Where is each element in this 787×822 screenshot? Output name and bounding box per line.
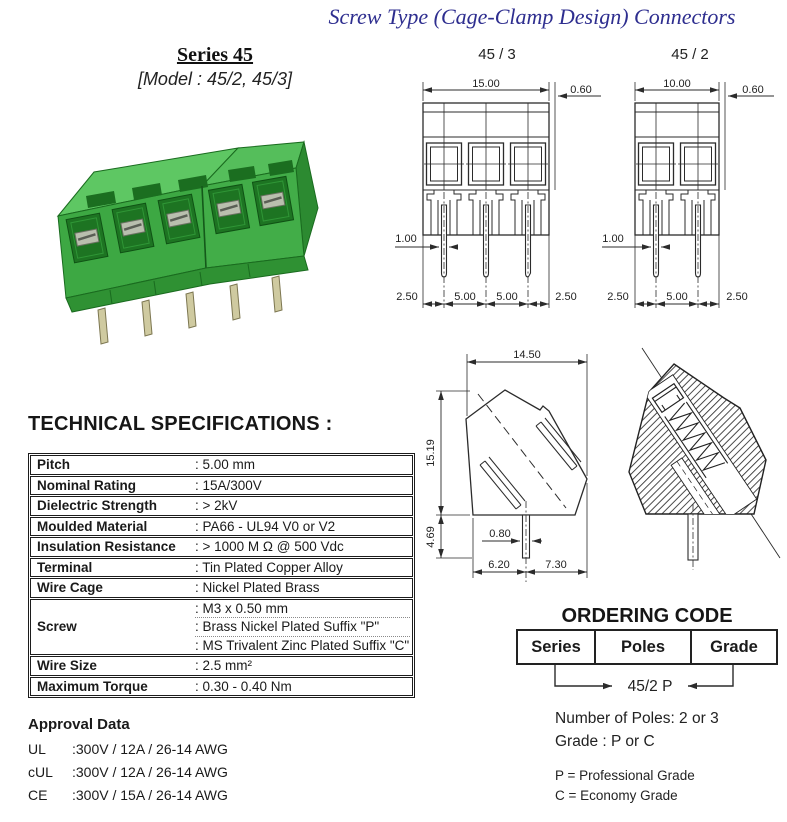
dim-45-3-pitch-b: 5.00 [496,291,517,303]
approval-data: Approval Data UL :300V / 12A / 26-14 AWG… [28,716,388,807]
photo-wire-entries [86,160,294,208]
spec-label: Dielectric Strength [37,498,158,513]
photo-skirt [65,255,309,313]
approval-agency: cUL [28,764,53,780]
spec-value: : Tin Plated Copper Alloy [195,559,343,575]
ordering-cell-grade: Grade [710,637,758,656]
spec-value: : PA66 - UL94 V0 or V2 [195,518,336,534]
approval-row-ce: CE :300V / 15A / 26-14 AWG [28,784,388,807]
dim-45-3-pin: 1.00 [395,233,416,245]
dim-45-2-offset: 0.60 [742,84,763,96]
dim-45-2-pin: 1.00 [602,233,623,245]
drawing-side-view: 14.50 15.19 4.69 0.80 6.20 7.30 [425,349,588,582]
spec-label: Nominal Rating [37,477,137,493]
spec-label: Maximum Torque [37,678,148,694]
spec-value: : 2.5 mm² [195,658,253,673]
spec-row-terminal: Terminal : Tin Plated Copper Alloy [30,557,413,577]
dim-45-3-offset: 0.60 [570,84,591,96]
dim-45-3-width: 15.00 [472,78,500,90]
page-title: Screw Type (Cage-Clamp Design) Connector… [328,4,736,29]
spec-screw-line-1: : M3 x 0.50 mm [195,600,289,616]
approval-value: :300V / 15A / 26-14 AWG [72,787,228,803]
approval-heading: Approval Data [28,716,130,733]
drawing-45-2-front-view: 10.00 0.60 1.00 2.50 5.00 2.50 [602,78,774,308]
dim-45-3-left: 2.50 [396,291,417,303]
dim-45-3-right: 2.50 [555,291,576,303]
dim-side-width: 14.50 [513,349,541,361]
approval-value: :300V / 12A / 26-14 AWG [72,764,228,780]
ordering-notes: Number of Poles: 2 or 3 Grade : P or C [516,707,778,753]
drawing-45-3-front-view: 15.00 0.60 1.00 2.50 5.00 5.00 [395,78,601,308]
spec-row-wire-size: Wire Size : 2.5 mm² [30,656,413,676]
ordering-cell-poles: Poles [596,631,692,663]
series-heading: Series 45 [176,44,254,66]
spec-screw-line-2: : Brass Nickel Plated Suffix "P" [195,617,410,636]
photo-pins [97,275,283,345]
approval-value: :300V / 12A / 26-14 AWG [72,741,228,757]
ordering-cell-series: Series [518,631,596,663]
spec-value: : Nickel Plated Brass [195,580,320,595]
model-line: [Model : 45/2, 45/3] [137,69,293,89]
drawing-45-2-label: 45 / 2 [671,46,709,63]
spec-screw-line-3: : MS Trivalent Zinc Plated Suffix "C" [195,635,410,653]
spec-heading: TECHNICAL SPECIFICATIONS : [28,413,333,435]
spec-value: : > 1000 M Ω @ 500 Vdc [195,539,344,554]
dim-45-2-left: 2.50 [607,291,628,303]
ordering-heading: ORDERING CODE [561,605,733,627]
dim-45-2-width: 10.00 [663,78,691,90]
dim-side-pin-len: 4.69 [425,526,437,547]
spec-row-maximum-torque: Maximum Torque : 0.30 - 0.40 Nm [30,676,413,696]
spec-row-insulation-resistance: Insulation Resistance : > 1000 M Ω @ 500… [30,537,413,557]
spec-row-nominal-rating: Nominal Rating : 15A/300V [30,475,413,495]
dim-side-front: 6.20 [488,559,509,571]
ordering-example-code: 45/2 P [628,678,673,695]
legend-economy: C = Economy Grade [555,788,678,803]
dim-side-height: 15.19 [425,439,437,467]
spec-value: : > 2kV [195,498,238,513]
spec-label: Moulded Material [37,518,148,534]
photo-screw-windows [65,175,295,264]
spec-value-multiline: : M3 x 0.50 mm : Brass Nickel Plated Suf… [193,600,412,655]
spec-row-screw: Screw : M3 x 0.50 mm : Brass Nickel Plat… [30,598,413,655]
dim-45-2-right: 2.50 [726,291,747,303]
approval-row-ul: UL :300V / 12A / 26-14 AWG [28,738,388,761]
ordering-table: Series Poles Grade [516,629,778,665]
spec-value: : 15A/300V [195,477,262,493]
drawing-cutaway-section [628,347,781,570]
spec-row-pitch: Pitch : 5.00 mm [30,455,413,475]
spec-label: Insulation Resistance [37,539,176,554]
spec-label: Pitch [37,457,71,472]
spec-value: : 5.00 mm [195,457,256,472]
spec-table: Pitch : 5.00 mm Nominal Rating : 15A/300… [28,453,415,698]
legend-professional: P = Professional Grade [555,768,695,783]
photo-skirt-notches [109,263,251,305]
dim-side-pin-w: 0.80 [489,528,510,540]
spec-row-wire-cage: Wire Cage : Nickel Plated Brass [30,578,413,598]
approval-row-cul: cUL :300V / 12A / 26-14 AWG [28,761,388,784]
drawing-45-3-label: 45 / 3 [478,46,516,63]
spec-row-dielectric-strength: Dielectric Strength : > 2kV [30,496,413,516]
approval-agency: UL [28,741,46,757]
dim-45-3-pitch-a: 5.00 [454,291,475,303]
spec-label: Wire Cage [37,580,103,595]
product-photo [56,140,319,345]
ordering-note-poles: Number of Poles: 2 or 3 [555,710,719,727]
spec-value: : 0.30 - 0.40 Nm [195,678,292,694]
dim-side-back: 7.30 [545,559,566,571]
spec-label: Wire Size [37,658,97,673]
ordering-note-grade: Grade : P or C [555,733,655,750]
spec-label: Screw [37,619,77,634]
ordering-legend: P = Professional Grade C = Economy Grade [516,766,778,806]
spec-row-moulded-material: Moulded Material : PA66 - UL94 V0 or V2 [30,516,413,536]
series-block: Series 45 [Model : 45/2, 45/3] [85,44,345,90]
dim-45-2-pitch: 5.00 [666,291,687,303]
approval-agency: CE [28,787,48,803]
ordering-code-leaders: 45/2 P [554,665,734,695]
photo-block-seam [201,185,207,269]
spec-label: Terminal [37,559,93,575]
